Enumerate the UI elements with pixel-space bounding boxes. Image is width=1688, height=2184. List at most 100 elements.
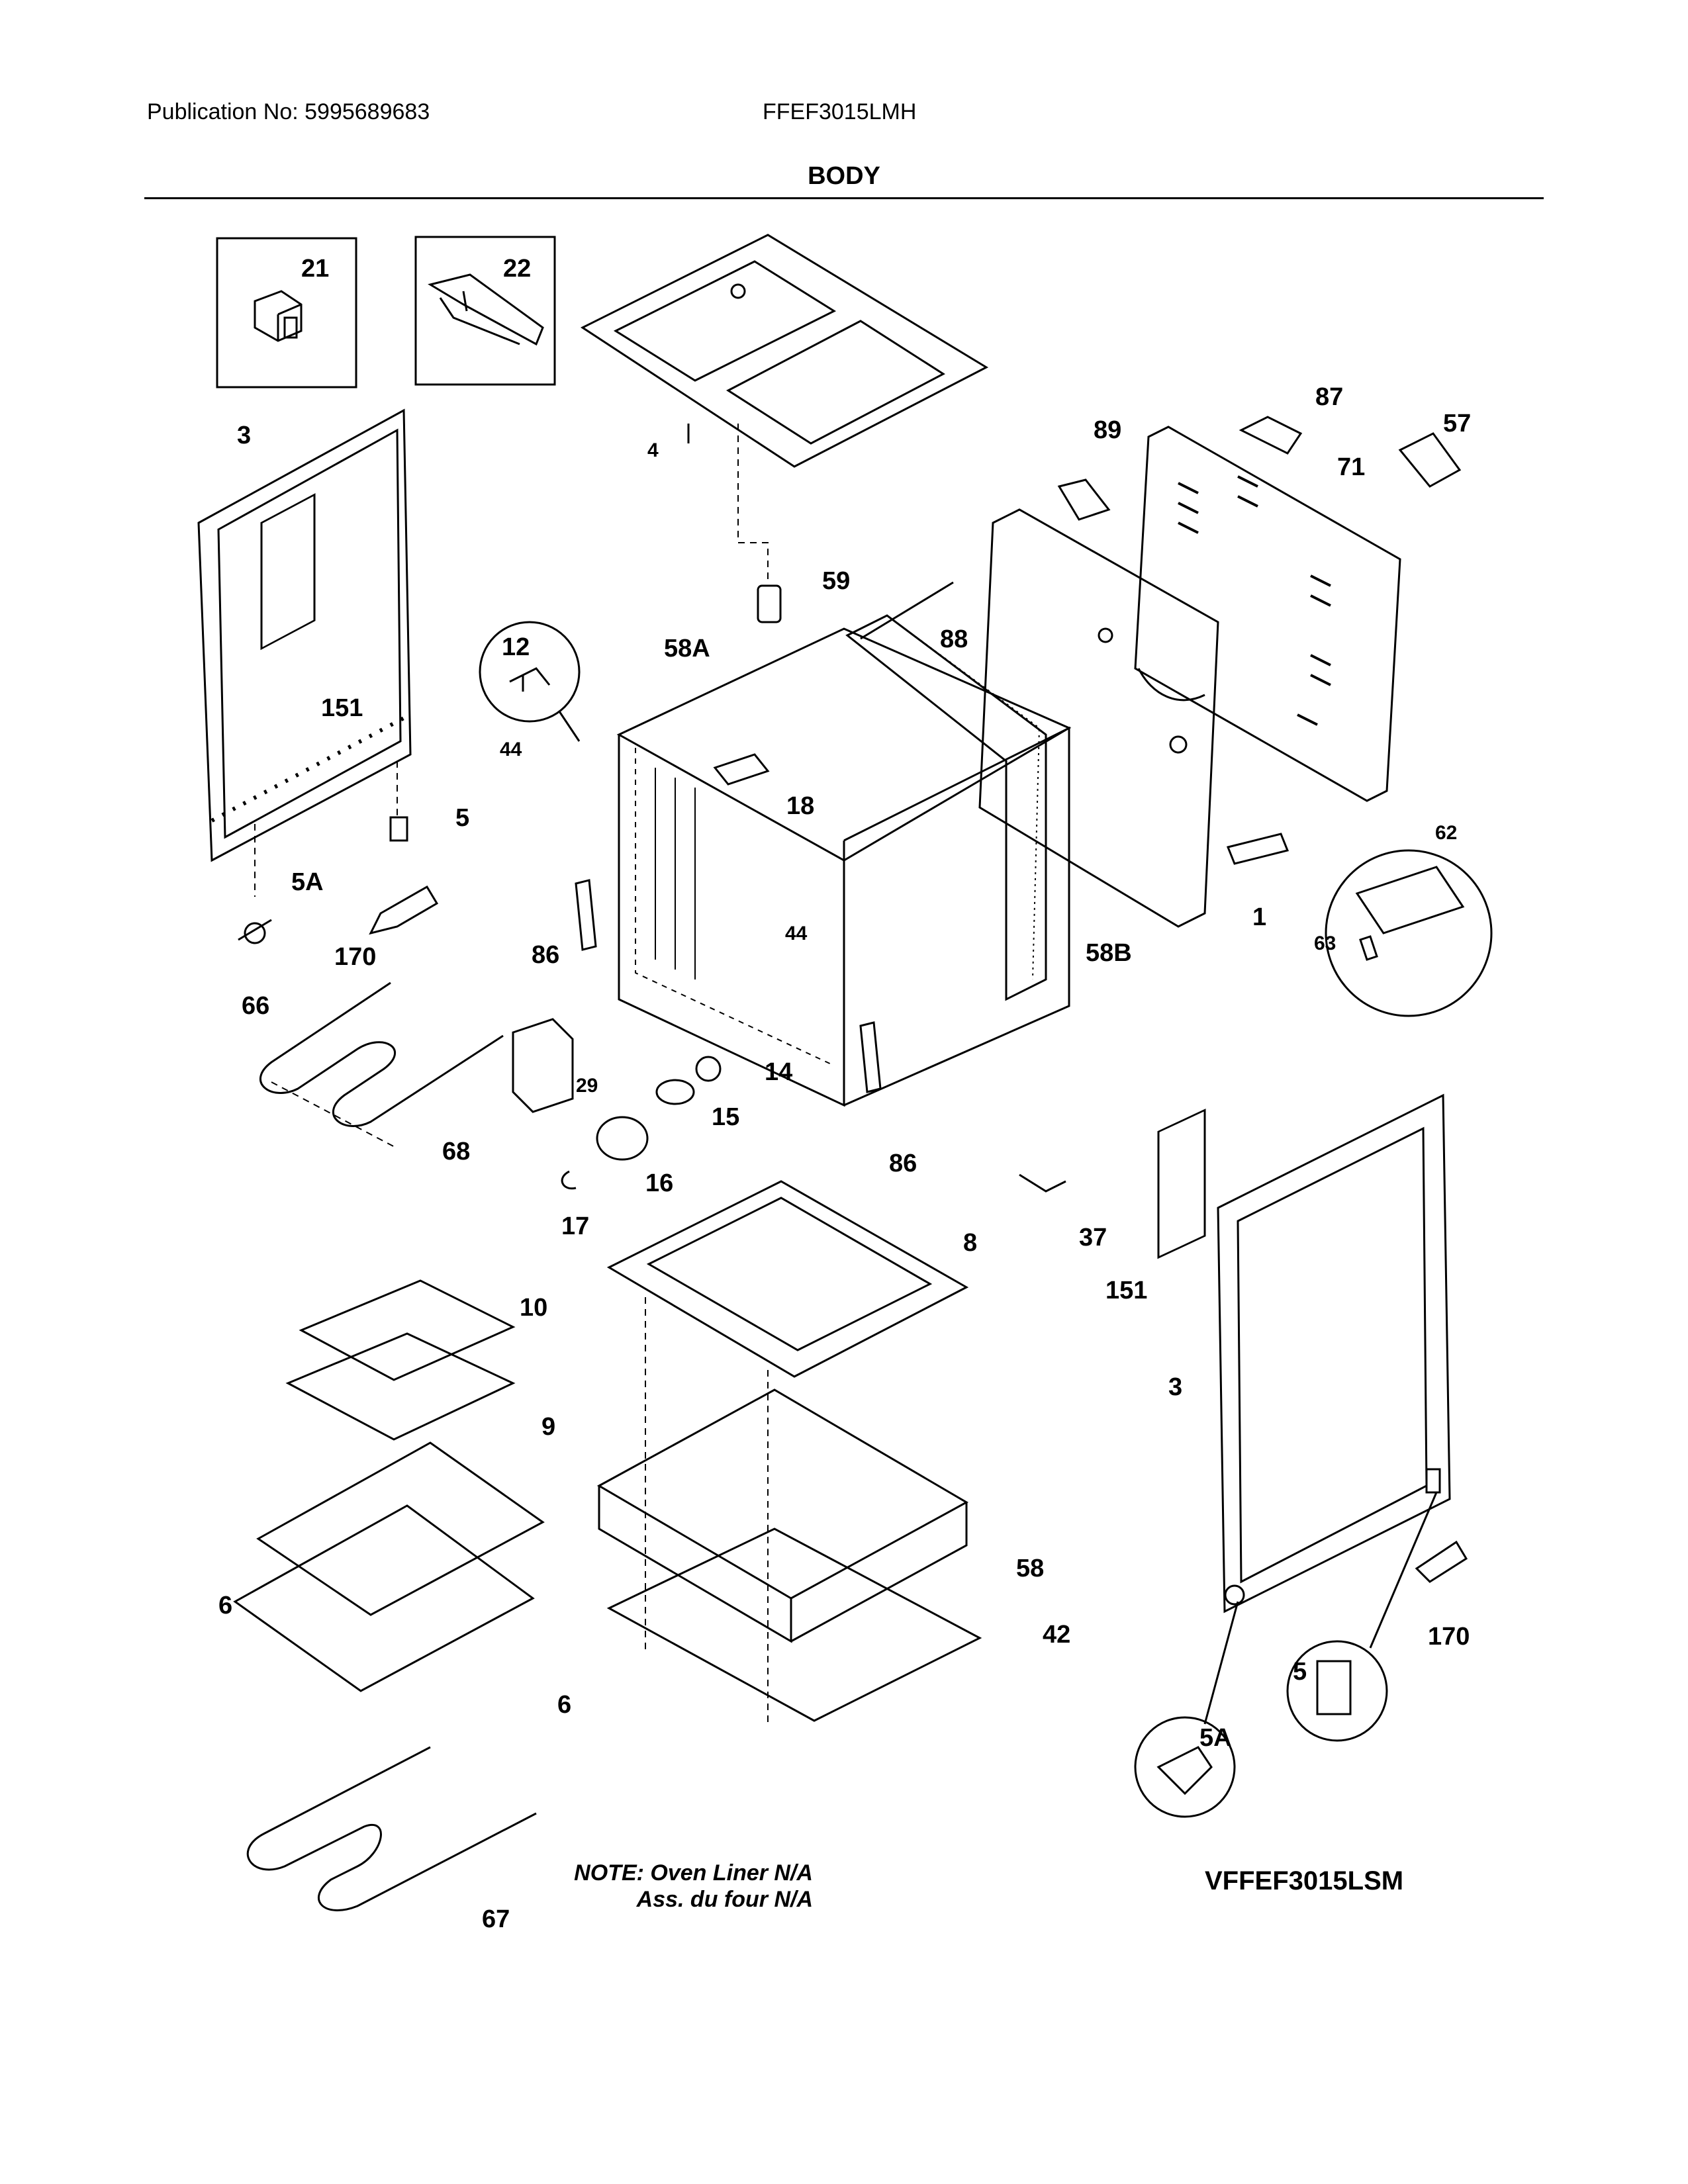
label-4: 4: [647, 439, 659, 461]
part-17-wire-clip: [561, 1170, 577, 1190]
model-number: FFEF3015LMH: [763, 99, 917, 124]
label-17: 17: [561, 1212, 589, 1240]
part-12-lamp-socket-inset: [479, 621, 581, 723]
label-16: 16: [645, 1169, 673, 1197]
label-59: 59: [822, 567, 850, 595]
part-37-wire: [1019, 1173, 1066, 1193]
label-86-left: 86: [532, 941, 559, 969]
note-line-1: NOTE: Oven Liner N/A: [574, 1860, 813, 1886]
part-21-drawing: [254, 290, 303, 342]
label-58b: 58B: [1086, 939, 1132, 967]
part-86-rail-left: [575, 879, 597, 951]
part-18-clip: [713, 753, 770, 786]
part-6-oven-rack-upper: [256, 1441, 545, 1616]
label-57: 57: [1443, 410, 1471, 437]
label-151-right: 151: [1105, 1277, 1147, 1304]
label-12: 12: [502, 633, 530, 661]
part-58-insulation-block: [596, 1388, 969, 1643]
page-title: BODY: [808, 162, 880, 190]
label-44-upper: 44: [500, 739, 522, 760]
part-5-leveling-leg-right-detail: [1286, 1640, 1388, 1742]
part-58b-insulation-blanket: [845, 614, 1047, 1001]
part-63-screw: [1359, 935, 1378, 961]
label-87: 87: [1315, 383, 1343, 411]
label-151-left: 151: [321, 694, 363, 722]
label-62: 62: [1435, 822, 1457, 844]
label-86-right: 86: [889, 1150, 917, 1177]
label-58: 58: [1016, 1555, 1044, 1582]
label-5a-right: 5A: [1199, 1724, 1232, 1752]
part-22-drawing: [428, 273, 544, 346]
label-89: 89: [1094, 416, 1121, 444]
label-5-left: 5: [455, 804, 469, 832]
label-42: 42: [1043, 1621, 1070, 1649]
label-66: 66: [242, 992, 269, 1020]
part-5-leveling-leg-right: [1425, 1468, 1441, 1494]
label-22: 22: [503, 255, 531, 283]
label-9: 9: [541, 1413, 555, 1441]
part-5-leveling-leg-left: [389, 816, 408, 842]
part-6-oven-rack-lower: [233, 1504, 535, 1692]
part-4-top-panel: [580, 234, 989, 468]
part-labels: 21 22 3 4 87 57 89 71 59 88 12 58A 151 4…: [218, 255, 1471, 1933]
part-12-lamp-socket: [509, 667, 551, 692]
part-62-terminal-block-inset: [1325, 849, 1493, 1017]
label-170-right: 170: [1428, 1623, 1470, 1651]
part-42-bottom-tray: [606, 1527, 982, 1722]
label-5-right: 5: [1293, 1658, 1307, 1686]
header-divider: [144, 197, 1544, 199]
part-58a-oven-cavity: [616, 627, 1072, 1107]
part-66-broil-element: [259, 981, 504, 1127]
part-62-terminal-block-small: [1226, 833, 1289, 865]
note-line-2: Ass. du four N/A: [636, 1887, 813, 1912]
label-21: 21: [301, 255, 329, 283]
part-170-bracket-left: [369, 885, 439, 935]
label-63: 63: [1314, 933, 1336, 954]
part-88-rod: [860, 581, 954, 640]
oven-liner-note: NOTE: Oven Liner N/A Ass. du four N/A: [568, 1860, 813, 1913]
part-9-broil-pan: [285, 1332, 516, 1441]
part-5a-bracket-right-detail: [1134, 1716, 1236, 1818]
part-5a-bracket-left: [238, 919, 272, 944]
publication-number: Publication No: 5995689683: [147, 99, 430, 124]
part-170-bracket-right: [1415, 1540, 1468, 1583]
label-44-lower: 44: [785, 923, 808, 944]
variant-model-number: VFFEF3015LSM: [1205, 1866, 1404, 1895]
part-71-back-cover: [1134, 426, 1401, 802]
inset-box-22: [414, 236, 556, 386]
part-57-cover: [1398, 432, 1462, 488]
label-18: 18: [786, 792, 814, 820]
label-29: 29: [576, 1075, 598, 1097]
label-5a-left: 5A: [291, 868, 324, 896]
part-86-rail-right: [859, 1021, 882, 1093]
label-88: 88: [940, 625, 968, 653]
label-6-lower: 6: [557, 1691, 571, 1719]
label-10: 10: [520, 1294, 547, 1322]
part-89-bracket: [1057, 478, 1111, 521]
inset-box-21: [216, 237, 357, 388]
part-10-broil-pan-grid: [299, 1279, 516, 1381]
part-29-bracket: [512, 1018, 574, 1113]
part-62-terminal-block: [1355, 866, 1465, 934]
part-87-bracket: [1239, 416, 1303, 455]
part-3-left-side-panel: [197, 408, 412, 862]
part-15-bulb: [655, 1079, 695, 1105]
part-5a-bracket-right: [1224, 1584, 1245, 1606]
label-8: 8: [963, 1229, 977, 1257]
part-3-right-side-panel: [1157, 1093, 1451, 1614]
label-67: 67: [482, 1905, 510, 1933]
label-37: 37: [1079, 1224, 1107, 1251]
label-1: 1: [1252, 903, 1266, 931]
label-6-upper: 6: [218, 1592, 232, 1619]
part-16-lamp-cover: [596, 1116, 649, 1161]
label-58a: 58A: [664, 635, 710, 662]
part-14-lamp-receptacle: [695, 1056, 722, 1082]
label-15: 15: [712, 1103, 739, 1131]
part-8-bottom-panel: [606, 1180, 969, 1378]
label-170-left: 170: [334, 943, 376, 971]
part-59-pin: [757, 584, 782, 623]
part-1-back-panel: [978, 508, 1219, 928]
label-3-left: 3: [237, 422, 251, 449]
label-68: 68: [442, 1138, 470, 1165]
